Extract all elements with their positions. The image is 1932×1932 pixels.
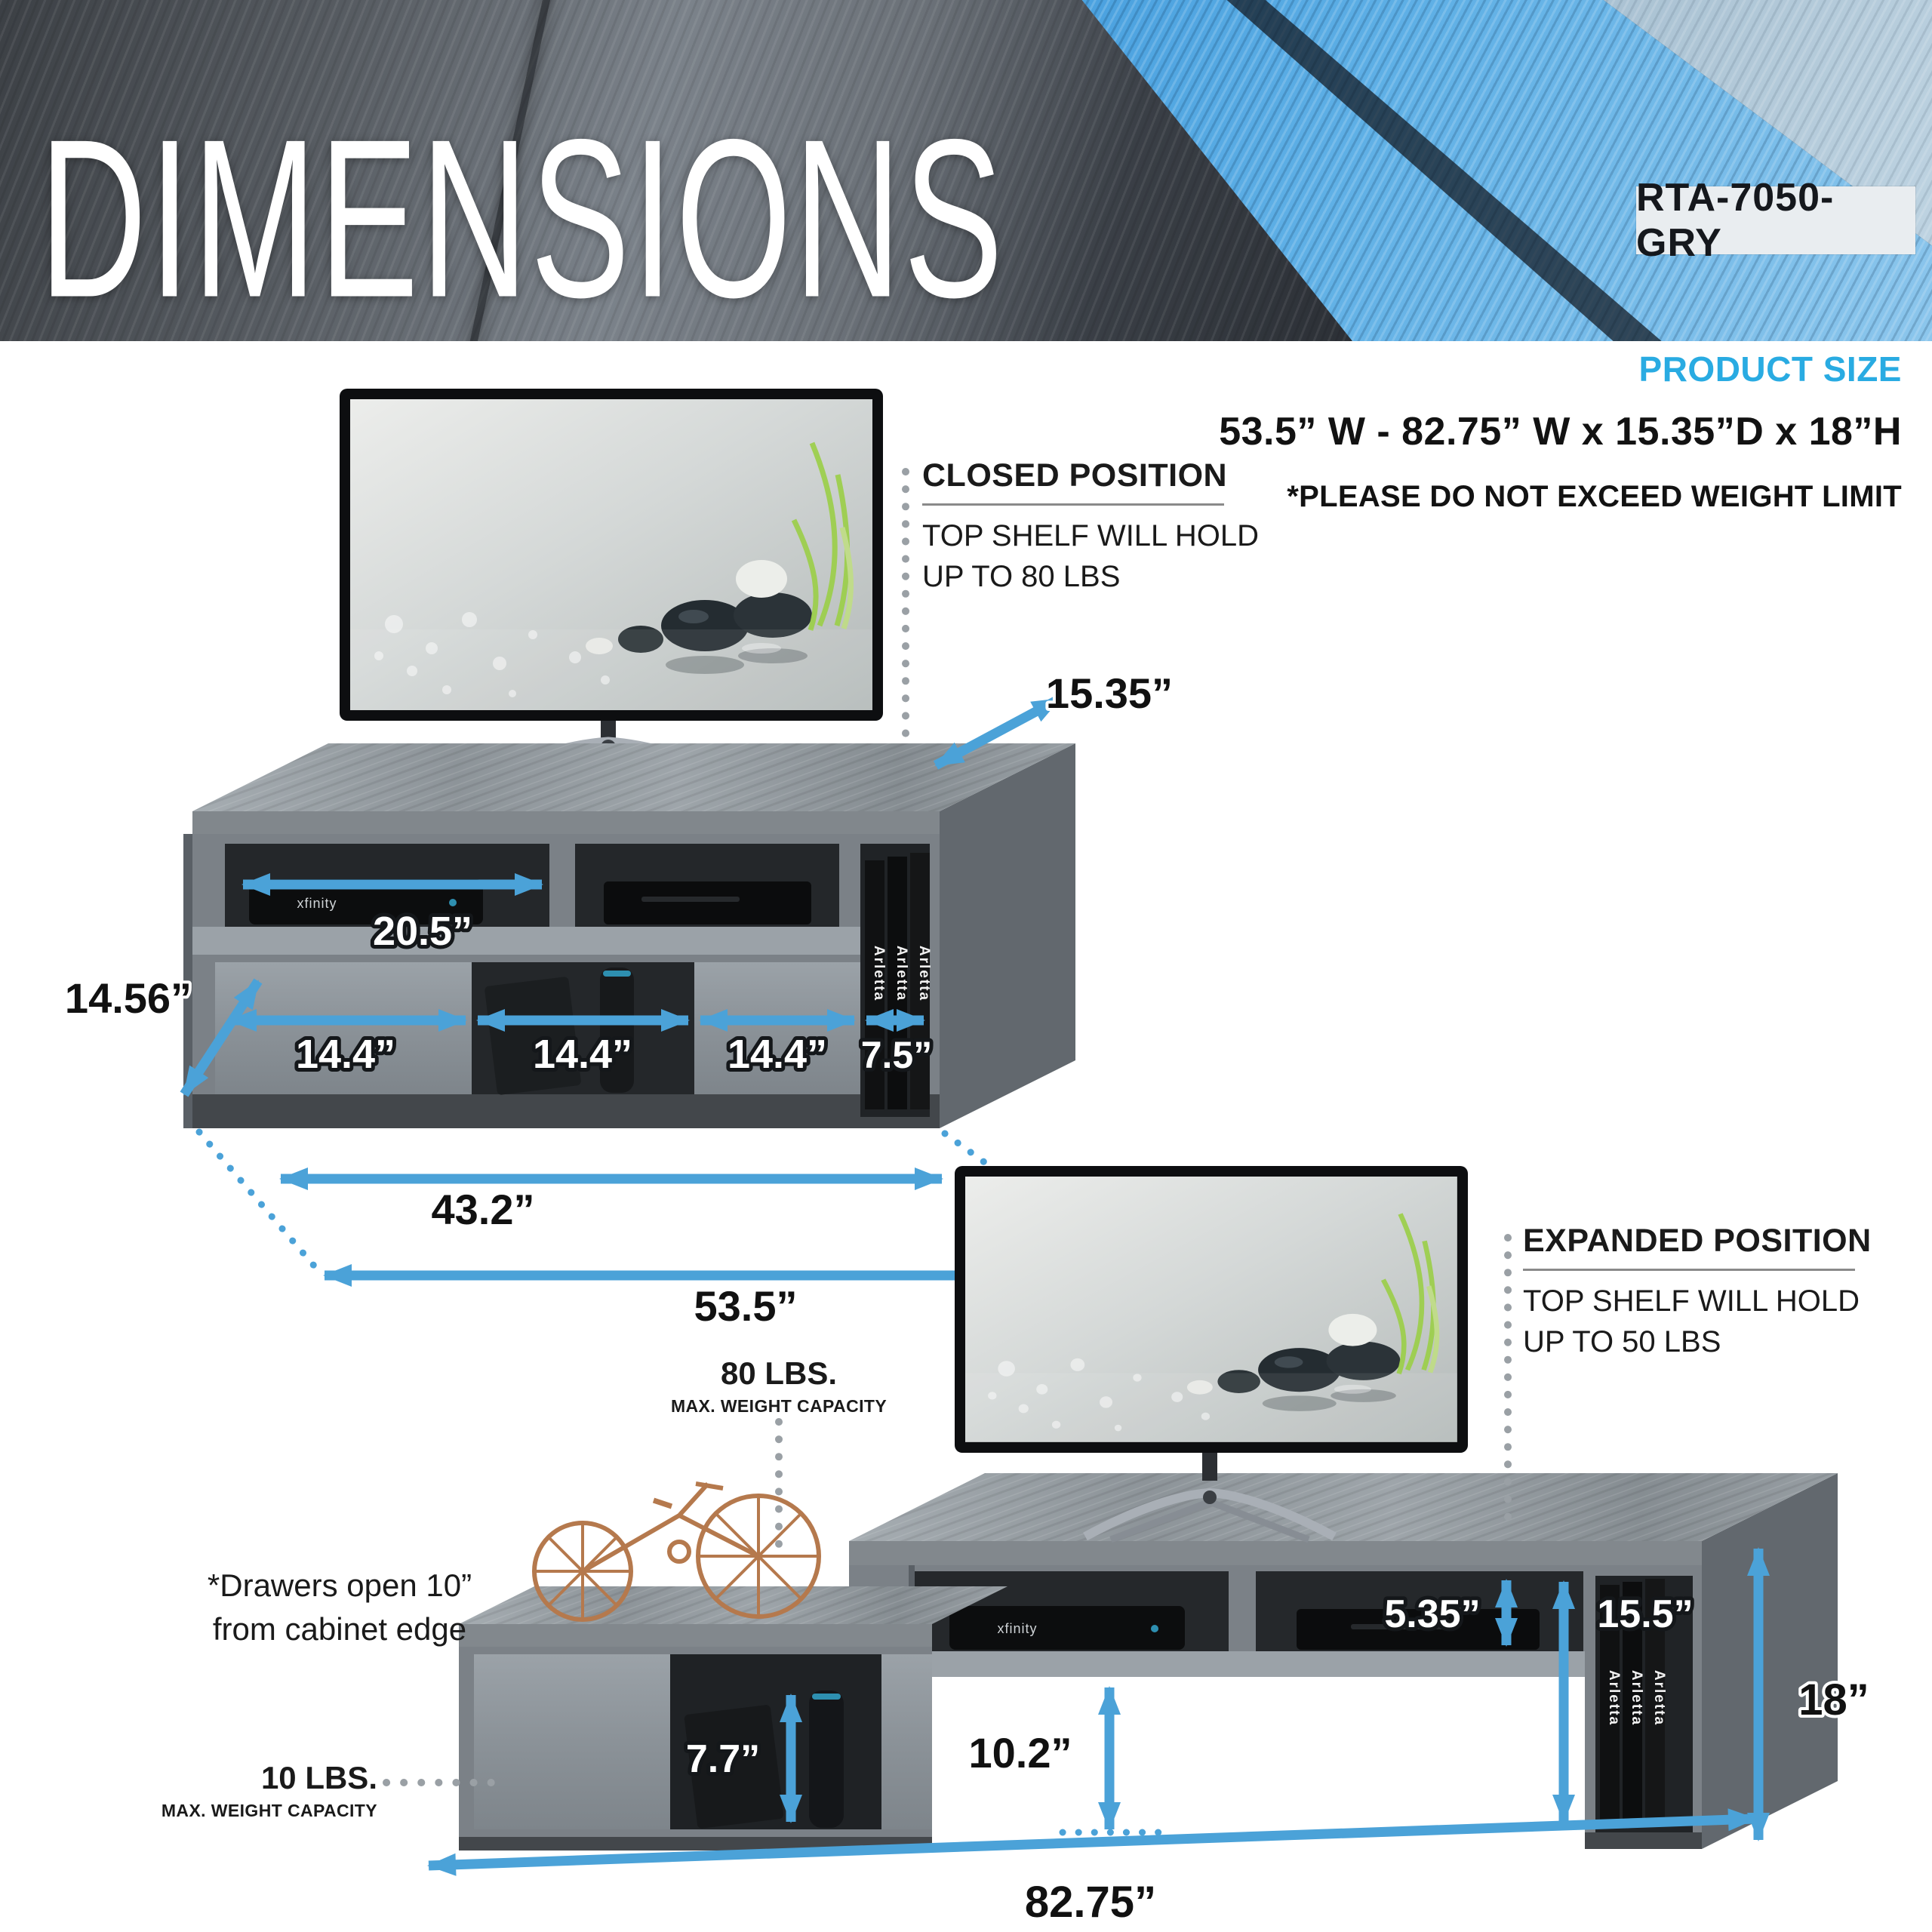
expanded-hold-line1: TOP SHELF WILL HOLD: [1523, 1284, 1860, 1318]
expanded-hold-line2: UP TO 50 LBS: [1523, 1324, 1721, 1358]
expanded-left-unit: [459, 1586, 1008, 1850]
dim-label-cabinet-width: 43.2”: [432, 1186, 535, 1233]
dim-label-gap-height: 10.2”: [969, 1729, 1072, 1777]
arrow-top-depth: [933, 694, 1063, 770]
dim-label-total-width-expanded: 82.75”: [1025, 1878, 1156, 1927]
dvd-player: [1297, 1609, 1540, 1650]
expanded-tv: [955, 1166, 1468, 1543]
arrow-base-depth: [180, 978, 263, 1097]
tv-legs: [1083, 1487, 1337, 1543]
drawer-weight-value: 10 LBS.: [260, 1760, 377, 1795]
books: Arletta Arletta Arletta: [1600, 1579, 1667, 1826]
expanded-position-info: EXPANDED POSITION TOP SHELF WILL HOLD UP…: [1523, 1223, 1872, 1362]
book-spine-label: Arletta: [1606, 1670, 1622, 1726]
tv-neck: [1202, 1453, 1217, 1481]
closed-position-heading: CLOSED POSITION: [922, 457, 1228, 494]
closed-position-info: CLOSED POSITION TOP SHELF WILL HOLD UP T…: [922, 457, 1260, 597]
drawer-weight-block: 10 LBS. MAX. WEIGHT CAPACITY: [113, 1760, 377, 1821]
drawers-note-line1: *Drawers open 10”: [207, 1567, 472, 1603]
books: Arletta Arletta Arletta: [865, 853, 932, 1109]
tablet-and-speaker: [684, 1690, 844, 1829]
weight-limit-warning: *PLEASE DO NOT EXCEED WEIGHT LIMIT: [1287, 480, 1902, 513]
heading-underline: [1523, 1269, 1855, 1271]
book-spine-label: Arletta: [894, 946, 909, 1001]
heading-underline: [922, 503, 1224, 506]
product-size-block: PRODUCT SIZE 53.5” W - 82.75” W x 15.35”…: [1219, 349, 1902, 514]
drawers-note-line2: from cabinet edge: [212, 1611, 467, 1647]
cable-box-brand: xfinity: [997, 1621, 1037, 1636]
cable-box: xfinity: [949, 1606, 1185, 1650]
dim-label-compartment-height: 7.7”: [686, 1737, 760, 1781]
expanded-right-unit: Arletta Arletta Arletta xfinity: [849, 1473, 1838, 1849]
dim-label-drawer-middle: 14.4”: [533, 1032, 632, 1077]
cable-box-brand: xfinity: [297, 896, 337, 911]
expanded-dimension-arrows: [383, 1234, 1770, 1876]
closed-position-illustration: Arletta Arletta Arletta xfinity: [62, 389, 1176, 1333]
product-size-heading: PRODUCT SIZE: [1638, 349, 1902, 389]
closed-hold-line1: TOP SHELF WILL HOLD: [922, 519, 1260, 552]
book-spine-label: Arletta: [871, 946, 887, 1001]
closed-tv: [340, 389, 883, 793]
book-spine-label: Arletta: [1629, 1670, 1644, 1726]
drawers-open-note: *Drawers open 10” from cabinet edge: [189, 1564, 491, 1651]
drawer-weight-label: MAX. WEIGHT CAPACITY: [161, 1801, 377, 1820]
closed-hold-line2: UP TO 80 LBS: [922, 559, 1121, 593]
dim-label-top-depth: 15.35”: [1046, 669, 1173, 717]
product-size-value: 53.5” W - 82.75” W x 15.35”D x 18”H: [1219, 410, 1902, 454]
dim-label-base-depth: 14.56”: [65, 974, 192, 1022]
dim-label-bookcase-height: 15.5”: [1597, 1592, 1693, 1636]
expanded-drawer-right: [881, 1654, 932, 1829]
book-spine-label: Arletta: [916, 946, 932, 1001]
bicycle-decor: [532, 1481, 821, 1622]
expanded-drawer-left: [474, 1654, 670, 1829]
arrow-total-width-expanded: [427, 1808, 1757, 1876]
dim-label-top-shelf-height: 5.35”: [1384, 1592, 1480, 1636]
top-shelf-weight-block: 80 LBS. MAX. WEIGHT CAPACITY: [640, 1355, 918, 1417]
top-shelf-weight-value: 80 LBS.: [720, 1355, 838, 1391]
expanded-position-heading: EXPANDED POSITION: [1523, 1223, 1872, 1259]
model-number-badge: RTA-7050-GRY: [1636, 176, 1915, 265]
top-shelf-weight-label: MAX. WEIGHT CAPACITY: [670, 1396, 888, 1416]
dim-label-drawer-right: 14.4”: [728, 1032, 827, 1077]
book-spine-label: Arletta: [1651, 1670, 1667, 1726]
extension-line-left: [195, 1128, 322, 1275]
dim-label-drawer-left: 14.4”: [296, 1032, 395, 1077]
dim-label-total-height: 18”: [1798, 1675, 1869, 1724]
banner: DIMENSIONS RTA-7050-GRY: [0, 0, 1932, 341]
dim-label-shelf-width: 20.5”: [373, 909, 472, 954]
dim-label-total-width-closed: 53.5”: [694, 1282, 798, 1330]
expanded-dimension-labels: 7.7” 5.35” 15.5” 18” 10.2” 82.75”: [682, 1589, 1872, 1930]
closed-dimension-labels: 15.35” 20.5” 14.4” 14.4” 14.4” 7.5” 14.5…: [62, 666, 1176, 1333]
page-title: DIMENSIONS: [39, 92, 1005, 341]
dvd-player: [604, 881, 811, 924]
expanded-position-illustration: Arletta Arletta Arletta xfinity: [383, 1166, 1872, 1930]
dim-label-book-slot: 7.5”: [861, 1034, 933, 1076]
